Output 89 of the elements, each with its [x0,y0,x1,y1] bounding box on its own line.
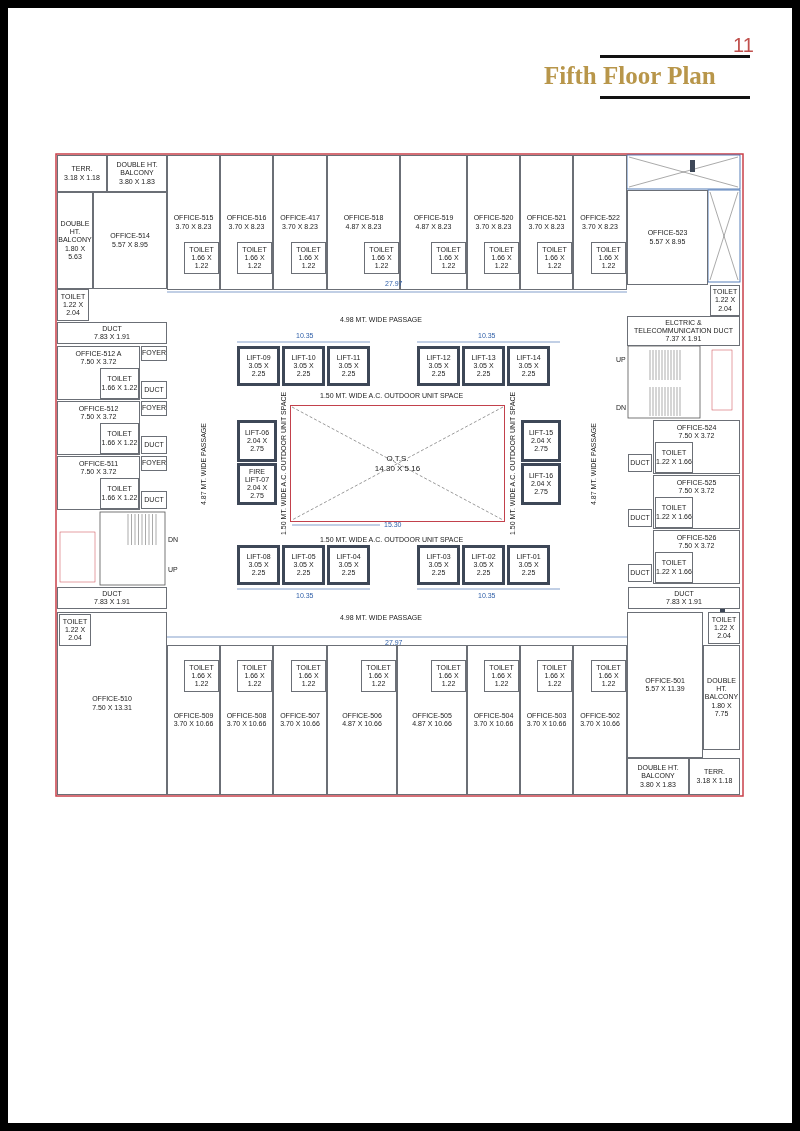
office-room [273,645,327,795]
page-title: Fifth Floor Plan [544,62,716,90]
toilet-room [537,242,572,274]
lift-shaft [237,420,277,462]
toilet-room [291,660,326,692]
toilet-room [237,242,272,274]
toilet-room [100,423,139,454]
balcony-area [107,155,167,192]
office-room [653,530,740,584]
office-room [627,190,708,285]
duct-shaft [628,564,652,582]
duct-shaft [57,322,167,344]
toilet-room [484,660,519,692]
office-room [573,155,627,290]
office-room [327,155,400,290]
toilet-room [184,660,219,692]
toilet-room [484,242,519,274]
balcony-area [57,192,93,289]
lift-shaft [507,545,550,585]
lift-shaft [462,545,505,585]
toilet-room [237,660,272,692]
duct-shaft [141,381,167,399]
office-room [220,645,273,795]
lift-shaft [417,346,460,386]
toilet-room [361,660,396,692]
lift-shaft [282,346,325,386]
lift-shaft [327,346,370,386]
office-room [167,155,220,290]
office-room [93,192,167,289]
office-room [57,612,167,795]
lift-shaft [237,545,280,585]
toilet-room [537,660,572,692]
toilet-room [708,612,740,644]
lift-shaft [237,346,280,386]
balcony-area [627,758,689,795]
toilet-room [591,660,626,692]
toilet-room [431,660,466,692]
toilet-room [57,289,89,321]
toilet-room [655,442,693,473]
terrace-area [689,758,740,795]
toilet-room [291,242,326,274]
room-size: 14.30 X 5.16 [374,463,421,473]
toilet-room [364,242,399,274]
lift-shaft [462,346,505,386]
lift-shaft [521,420,561,462]
duct-shaft [141,436,167,454]
office-room [467,645,520,795]
office-room [273,155,327,290]
toilet-room [655,552,693,583]
office-room [627,612,703,758]
office-room [57,456,140,510]
office-room [467,155,520,290]
room-name: O.T.S. [386,454,409,464]
duct-shaft [628,587,740,609]
toilet-room [59,614,91,646]
office-room [520,155,573,290]
office-room [520,645,573,795]
duct-shaft [628,509,652,527]
lift-shaft [417,545,460,585]
office-room [57,401,140,455]
lift-shaft [237,463,277,505]
duct-shaft [627,316,740,346]
balcony-area [703,645,740,750]
office-room [167,645,220,795]
toilet-room [431,242,466,274]
toilet-room [655,497,693,528]
office-room [653,420,740,474]
toilet-room [591,242,626,274]
terrace-area [57,155,107,192]
toilet-room [184,242,219,274]
page-number: 11 [733,34,754,56]
office-room [220,155,273,290]
office-room [57,346,140,400]
duct-shaft [141,491,167,509]
office-room [573,645,627,795]
lift-shaft [282,545,325,585]
office-room [653,475,740,529]
lift-shaft [507,346,550,386]
toilet-room [100,478,139,509]
office-room [327,645,397,795]
open-to-sky-void [290,405,505,522]
office-room [400,155,467,290]
toilet-room [710,285,740,316]
office-room [397,645,467,795]
toilet-room [100,368,139,399]
duct-shaft [57,587,167,609]
lift-shaft [327,545,370,585]
lift-shaft [521,463,561,505]
duct-shaft [628,454,652,472]
